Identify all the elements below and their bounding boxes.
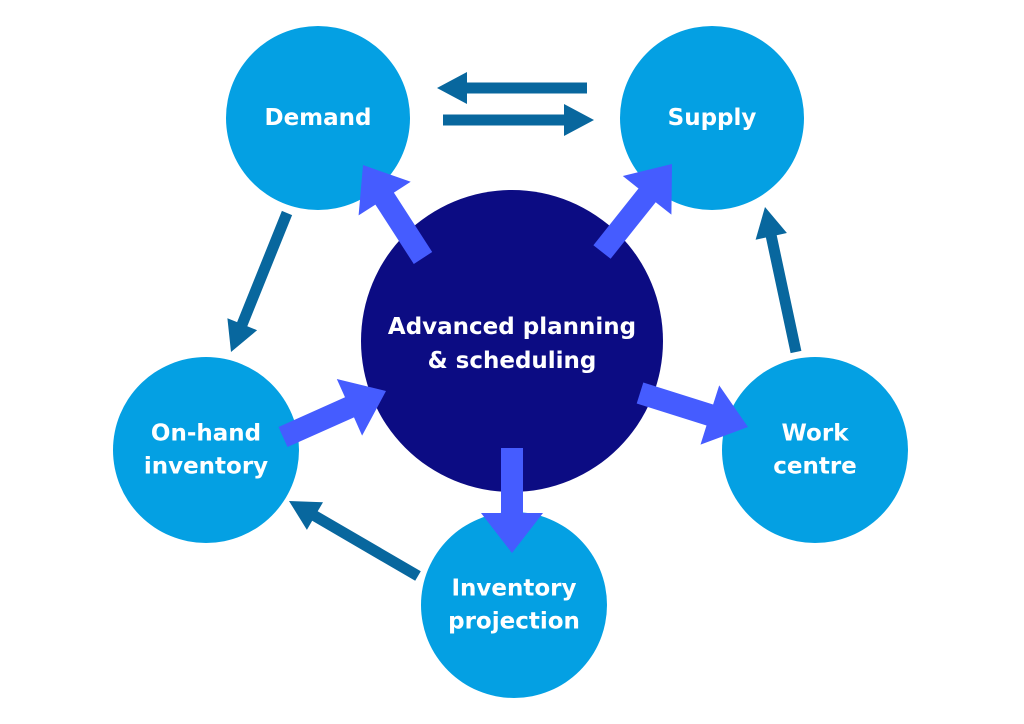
- node-supply: Supply: [620, 26, 804, 210]
- arrow-demand-to-on-hand-inventory: [227, 210, 293, 352]
- node-circle: [620, 26, 804, 210]
- node-label: Demand: [264, 105, 371, 131]
- arrow-aps-to-inventory-projection: [481, 448, 543, 553]
- hub-label-line-1: Advanced planning: [388, 314, 636, 340]
- node-circle: [421, 512, 607, 698]
- arrow-inventory-projection-to-on-hand-inventory: [289, 501, 421, 581]
- arrow-demand-to-supply: [443, 104, 594, 136]
- arrow-on-hand-inventory-to-aps: [278, 379, 386, 447]
- node-circle: [226, 26, 410, 210]
- hub-arrows: [278, 164, 748, 553]
- arrow-aps-to-work-centre: [636, 382, 748, 445]
- node-label: inventory: [144, 454, 268, 480]
- node-on-hand-inventory: On-hand inventory: [113, 357, 299, 543]
- node-demand: Demand: [226, 26, 410, 210]
- arrow-work-centre-to-supply: [755, 207, 802, 354]
- hub-circle: [361, 190, 663, 492]
- hub-node: Advanced planning & scheduling: [361, 190, 663, 492]
- node-label: centre: [773, 454, 857, 480]
- cycle-arrows: [227, 72, 802, 581]
- arrow-aps-to-demand: [358, 165, 433, 264]
- node-work-centre: Work centre: [722, 357, 908, 543]
- node-circle: [113, 357, 299, 543]
- node-label: projection: [448, 609, 580, 635]
- node-label: Work: [782, 421, 850, 447]
- node-label: Inventory: [451, 576, 576, 602]
- hub-label-line-2: & scheduling: [428, 348, 597, 374]
- node-inventory-projection: Inventory projection: [421, 512, 607, 698]
- node-label: Supply: [668, 105, 757, 131]
- arrow-supply-to-demand: [437, 72, 587, 104]
- node-label: On-hand: [151, 421, 261, 447]
- node-circle: [722, 357, 908, 543]
- arrow-aps-to-supply: [593, 164, 672, 259]
